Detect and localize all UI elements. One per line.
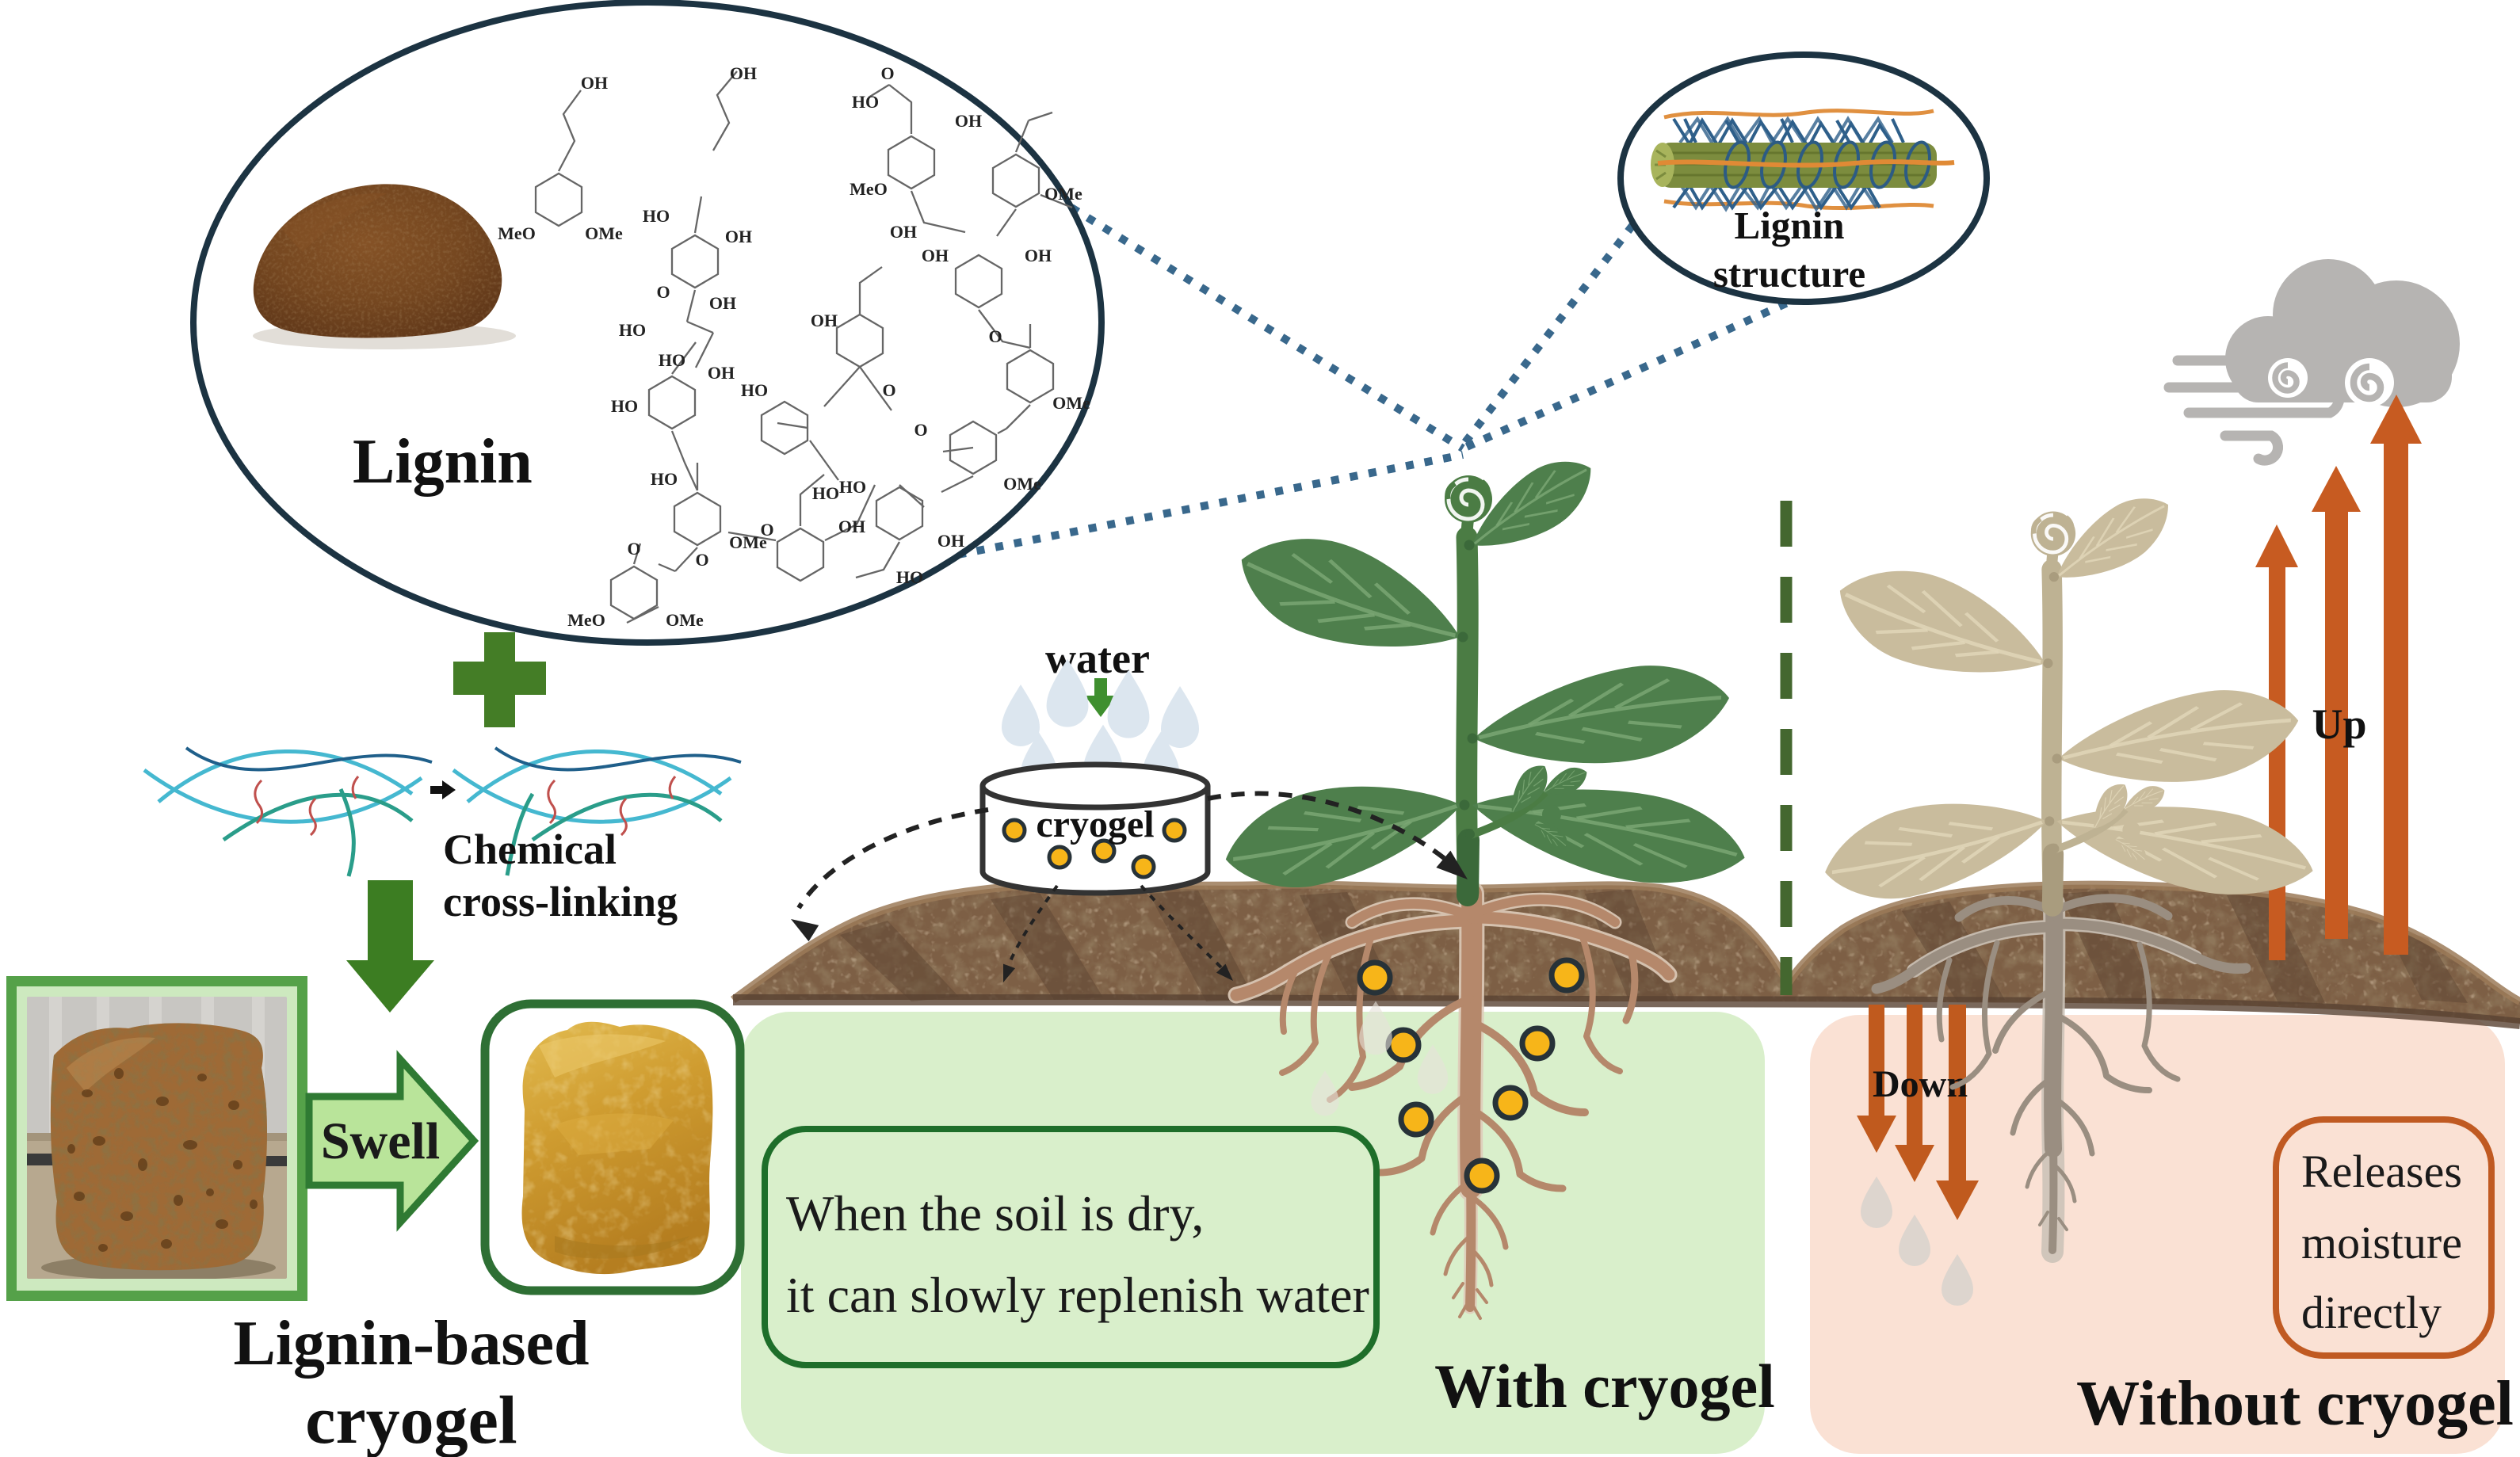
svg-text:OH: OH [955,111,982,131]
svg-text:structure: structure [1713,252,1865,296]
svg-text:O: O [988,326,1002,346]
svg-text:OMe: OMe [666,610,704,630]
svg-text:MeO: MeO [498,223,536,243]
svg-text:OMe: OMe [585,223,623,243]
svg-text:OH: OH [811,311,838,330]
svg-text:it can slowly replenish water: it can slowly replenish water [786,1267,1369,1323]
svg-text:cryogel: cryogel [1036,803,1154,845]
svg-text:directly: directly [2301,1287,2442,1338]
svg-text:Swell: Swell [321,1112,440,1170]
svg-text:OH: OH [922,246,949,265]
svg-text:HO: HO [611,396,638,416]
svg-text:Lignin-based: Lignin-based [233,1309,589,1379]
svg-text:MeO: MeO [850,179,888,199]
svg-text:HO: HO [659,350,685,370]
svg-text:Chemical: Chemical [443,826,617,873]
svg-text:Releases: Releases [2301,1146,2462,1197]
svg-text:OH: OH [725,227,752,246]
svg-text:Lignin: Lignin [1735,204,1845,247]
svg-text:HO: HO [896,567,923,587]
svg-text:O: O [760,520,773,540]
svg-text:OMe: OMe [1003,474,1041,494]
svg-text:moisture: moisture [2301,1217,2462,1268]
svg-text:HO: HO [643,206,670,226]
svg-text:Down: Down [1873,1063,1968,1105]
svg-text:With cryogel: With cryogel [1434,1352,1775,1421]
svg-text:O: O [695,550,708,570]
svg-text:OMe: OMe [729,532,767,552]
svg-text:OH: OH [730,63,757,83]
svg-text:OH: OH [838,517,865,536]
svg-text:OH: OH [890,222,917,242]
svg-text:OH: OH [709,293,736,313]
svg-text:HO: HO [852,92,879,112]
svg-text:OH: OH [708,363,735,383]
svg-text:O: O [882,380,895,400]
svg-text:Lignin: Lignin [353,427,533,497]
svg-text:O: O [914,420,927,440]
svg-text:OH: OH [937,531,964,551]
svg-text:OMe: OMe [1052,393,1090,413]
svg-text:cross-linking: cross-linking [443,878,678,925]
svg-text:O: O [656,282,670,302]
svg-text:When the soil is dry,: When the soil is dry, [786,1185,1204,1242]
svg-text:Without cryogel: Without cryogel [2076,1369,2514,1439]
svg-text:HO: HO [812,483,839,503]
svg-text:MeO: MeO [567,610,605,630]
svg-text:O: O [627,539,640,559]
svg-text:Up: Up [2312,700,2366,748]
svg-text:OMe: OMe [1044,184,1082,204]
svg-text:O: O [880,63,894,83]
svg-text:OH: OH [1025,246,1052,265]
svg-text:OH: OH [581,73,608,93]
svg-text:HO: HO [651,469,678,489]
svg-text:HO: HO [741,380,768,400]
svg-text:HO: HO [619,320,646,340]
svg-text:HO: HO [839,477,866,497]
svg-text:cryogel: cryogel [305,1382,517,1457]
